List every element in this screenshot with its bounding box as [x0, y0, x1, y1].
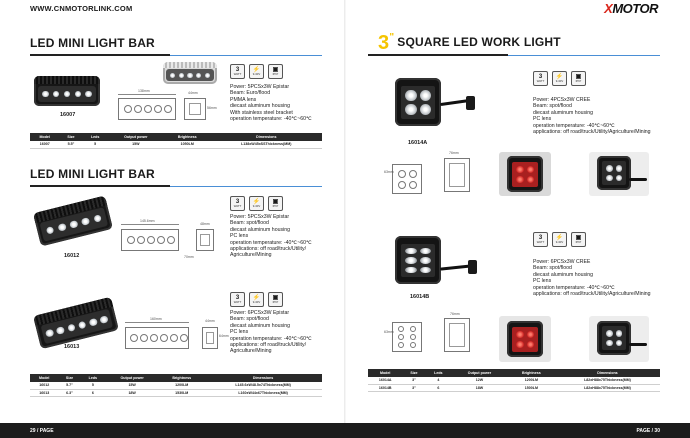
waterproof-icon: ▣IP67: [268, 196, 283, 211]
voltage-icon: ⚡9-30V: [552, 232, 567, 247]
dimension-label: 160mm: [150, 317, 162, 321]
waterproof-icon: ▣IP67: [268, 292, 283, 307]
connector-plug: [468, 260, 477, 274]
footer-bar: [0, 423, 690, 438]
dimension-label: 76mm: [450, 312, 460, 316]
dimension-label: 63mm: [384, 170, 394, 174]
dimension-drawing-16007: [118, 98, 176, 120]
dimension-label: 70mm: [184, 255, 194, 259]
product-photo-16007: [34, 76, 100, 106]
product-code: 16014A: [408, 140, 428, 146]
product-photo-16014A: [395, 78, 441, 126]
section-rule: [30, 185, 322, 187]
side-drawing-16012: [196, 229, 214, 251]
section-title-square-work-light: 3"SQUARE LED WORK LIGHT: [378, 32, 561, 54]
product-photo-16014B-angle: [589, 316, 649, 362]
side-drawing-16014B: [444, 318, 470, 352]
voltage-icon: ⚡9-30V: [552, 71, 567, 86]
dimension-label: 44mm: [188, 91, 198, 95]
page-gutter: [344, 0, 346, 423]
product-photo-16014B-red-lens: [499, 316, 551, 362]
voltage-icon: ⚡9-30V: [249, 196, 264, 211]
product-photo-16014B: [395, 236, 441, 284]
brand-logo: XMOTOR: [604, 1, 658, 16]
dimension-drawing-16013: [125, 327, 189, 349]
section-rule: [368, 54, 660, 56]
product-photo-16012: [32, 195, 114, 247]
connector-plug: [466, 96, 475, 110]
side-drawing-16014A: [444, 158, 470, 192]
front-drawing-16014B: [392, 322, 422, 352]
dimension-label: 56mm: [207, 106, 217, 110]
page-number-left: 29 / PAGE: [30, 428, 54, 434]
site-url: WWW.CNMOTORLINK.COM: [30, 4, 133, 13]
product-photo-16013: [33, 296, 119, 350]
section-title-mini-light-bar-2: LED MINI LIGHT BAR: [30, 167, 155, 181]
section-title-mini-light-bar-1: LED MINI LIGHT BAR: [30, 36, 155, 50]
waterproof-icon: ▣IP67: [571, 232, 586, 247]
dimension-label: 138mm: [138, 89, 150, 93]
product-code: 16013: [64, 344, 80, 350]
page-number-right: PAGE / 30: [636, 428, 660, 434]
dimension-label: 76mm: [449, 151, 459, 155]
product-photo-16014A-red-lens: [499, 152, 551, 196]
voltage-icon: ⚡9-30V: [249, 292, 264, 307]
front-drawing-16014A: [392, 164, 422, 194]
dimension-label: 63mm: [384, 330, 394, 334]
side-drawing-16013: [202, 327, 218, 349]
waterproof-icon: ▣IP67: [571, 71, 586, 86]
dimension-drawing-16012: [121, 229, 179, 251]
dimension-label: 64mm: [219, 334, 229, 338]
dimension-label: 44mm: [205, 319, 215, 323]
product-code: 16012: [64, 253, 80, 259]
side-drawing-16007: [184, 98, 206, 120]
product-photo-16014A-angle: [589, 152, 649, 196]
product-code: 16014B: [410, 294, 430, 300]
product-photo-16007-silver: [163, 62, 217, 84]
dimension-label: 145.6mm: [140, 219, 155, 223]
waterproof-icon: ▣IP67: [268, 64, 283, 79]
dimension-label: 48mm: [200, 222, 210, 226]
voltage-icon: ⚡9-30V: [249, 64, 264, 79]
product-code: 16007: [60, 112, 76, 118]
section-rule: [30, 54, 322, 56]
